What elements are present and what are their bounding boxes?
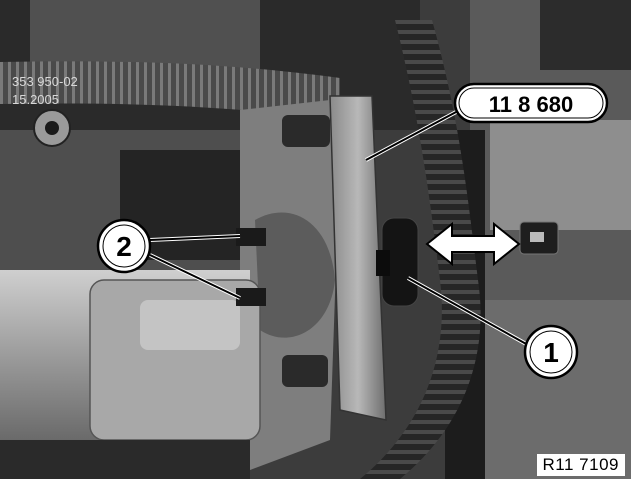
- starter-bolt-upper: [236, 228, 266, 246]
- special-tool-plate: [329, 95, 387, 421]
- leader-2a: [149, 235, 241, 241]
- leader-1: [407, 277, 529, 346]
- leader-tool: [365, 102, 474, 161]
- callout-1-label: 1: [543, 337, 559, 368]
- corrugated-hose: [360, 20, 481, 479]
- upper-bolt-head: [282, 115, 330, 147]
- tool-number-label: 11 8 680: [489, 92, 573, 117]
- lower-bolt-head: [282, 355, 328, 387]
- ribbed-hose-upper: [0, 61, 340, 120]
- mounting-eye-hole: [45, 121, 59, 135]
- solenoid-cap: [140, 300, 240, 350]
- right-bracket: [490, 120, 631, 230]
- figure-reference: R11 7109: [536, 454, 625, 476]
- tool-number-callout: [453, 82, 609, 124]
- double-arrow-icon: [425, 221, 521, 267]
- right-top-part: [540, 0, 631, 70]
- tool-number-callout-inner: [458, 87, 604, 119]
- connector-latch: [530, 232, 544, 242]
- casting-text-1: 353 950-02: [12, 74, 78, 89]
- callout-2-label: 2: [116, 231, 132, 262]
- callout-2: [96, 218, 152, 274]
- starter-bolt-lower: [236, 288, 266, 306]
- housing-boss: [255, 212, 335, 338]
- intake-casting: [30, 0, 260, 70]
- callout-1: [523, 324, 579, 380]
- starter-base: [0, 440, 250, 479]
- callout-2-inner: [102, 224, 146, 268]
- leader-2b: [149, 254, 241, 299]
- locating-pin-stem: [376, 250, 390, 276]
- casting-text-2: 15.2005: [12, 92, 59, 107]
- callout-1-inner: [529, 330, 573, 374]
